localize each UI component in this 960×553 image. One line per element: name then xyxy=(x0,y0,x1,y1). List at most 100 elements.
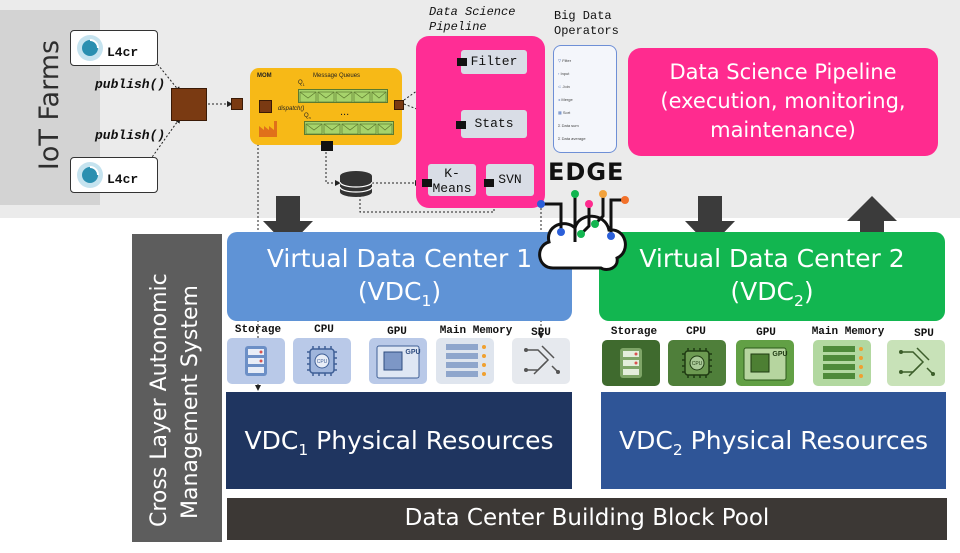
svn-port xyxy=(484,179,494,187)
edge-node xyxy=(571,190,579,198)
operator-item: ⊂ Join xyxy=(558,84,570,89)
stage-filter: Filter xyxy=(461,50,527,74)
stage-svn: SVN xyxy=(486,164,534,196)
vdc1-resource-label-memory: Main Memory xyxy=(439,325,513,337)
mom-output-port xyxy=(394,100,404,110)
pipeline-management-line: (execution, monitoring, xyxy=(660,89,906,113)
message-queue-1 xyxy=(298,89,388,103)
arrow-down-to-vdc2 xyxy=(685,196,735,247)
spu-icon xyxy=(899,347,935,377)
vdc2-physical-resources: VDC2 Physical Resources xyxy=(601,392,946,489)
vdc2-title: Virtual Data Center 2 xyxy=(639,244,905,273)
edge-node xyxy=(557,228,565,236)
edge-node xyxy=(577,230,585,238)
vdc1-title: Virtual Data Center 1 xyxy=(266,244,533,273)
connector-mom-storage xyxy=(325,148,341,186)
spu-icon xyxy=(524,345,560,375)
memory-icon xyxy=(823,346,863,379)
edge-label: EDGE xyxy=(548,158,625,186)
vdc1-spu-tile xyxy=(512,338,570,384)
vdc2-resource-label-gpu: GPU xyxy=(756,327,776,339)
vdc2-resource-label-cpu: CPU xyxy=(686,326,706,338)
vdc1-resource-label-storage: Storage xyxy=(234,324,282,336)
vdc2-box: Virtual Data Center 2 (VDC2) xyxy=(599,232,945,321)
vdc1-gpu-tile: GPU xyxy=(369,338,427,384)
pipeline-management-line: maintenance) xyxy=(710,118,856,142)
vdc1-box: Virtual Data Center 1 (VDC1) xyxy=(227,232,572,321)
queue-messages xyxy=(305,123,393,135)
edge-node xyxy=(621,196,629,204)
edge-node xyxy=(585,200,593,208)
vdc1-resource-label-gpu: GPU xyxy=(387,326,407,338)
cpu-icon: CPU xyxy=(682,348,712,378)
svg-text:GPU: GPU xyxy=(772,351,787,358)
vdc1-resource-label-spu: SPU xyxy=(531,327,551,339)
message-queues-label: Message Queues xyxy=(313,73,361,79)
operator-item: Σ Data sum xyxy=(558,123,579,128)
vdc2-resource-label-spu: SPU xyxy=(914,328,934,340)
message-queue-n xyxy=(304,121,394,135)
edge-node xyxy=(537,200,545,208)
operators-panel: ▽ Filter › Input ⊂ Join ⫷ Merge ▦ Sort Σ… xyxy=(553,45,617,153)
sensor-node-1: L4cr xyxy=(70,30,158,66)
pipeline-management-box: Data Science Pipeline (execution, monito… xyxy=(628,48,938,156)
sensor-icon xyxy=(77,162,103,188)
vdc1-storage-tile xyxy=(227,338,285,384)
broker-port xyxy=(231,98,243,110)
storage-icon xyxy=(245,346,267,376)
gpu-icon: GPU xyxy=(376,345,421,379)
stats-port xyxy=(456,121,466,129)
edge-node xyxy=(607,232,615,240)
svg-text:GPU: GPU xyxy=(405,349,420,356)
broker-node xyxy=(171,88,207,121)
edge-node xyxy=(591,220,599,228)
svg-text:CPU: CPU xyxy=(692,361,703,367)
pipeline-box: Filter Stats K- Means SVN xyxy=(416,36,545,208)
dispatch-label: dispatch() xyxy=(278,106,305,112)
sensor-label: L4cr xyxy=(107,172,139,187)
vdc1-memory-tile xyxy=(436,338,494,384)
vdc2-abbr: (VDC2) xyxy=(730,277,814,310)
cross-layer-band xyxy=(132,234,222,542)
stage-stats: Stats xyxy=(461,110,527,138)
vdc1-resource-label-cpu: CPU xyxy=(314,324,334,336)
operator-item: ⫷ Merge xyxy=(558,97,573,102)
storage-icon xyxy=(620,348,642,378)
operators-heading: Big Data Operators xyxy=(554,9,619,38)
vdc2-spu-tile xyxy=(887,340,945,386)
vdc2-storage-tile xyxy=(602,340,660,386)
sensor-icon xyxy=(77,35,103,61)
publish-label-1: publish() xyxy=(95,77,166,92)
vdc2-memory-tile xyxy=(813,340,871,386)
mom-storage-port xyxy=(321,141,333,151)
arrow-down-to-vdc1 xyxy=(263,196,313,247)
svg-text:CPU: CPU xyxy=(317,359,328,365)
filter-port xyxy=(457,58,467,66)
mom-box: MOM Message Queues Q1 dispatch() ... Qn xyxy=(250,68,404,151)
edge-node xyxy=(599,190,607,198)
vdc1-physical-resources: VDC1 Physical Resources xyxy=(226,392,572,489)
vdc1-abbr: (VDC1) xyxy=(357,277,442,310)
cpu-icon: CPU xyxy=(307,346,337,376)
vdc1-cpu-tile: CPU xyxy=(293,338,351,384)
connector-sensor2-broker xyxy=(149,117,181,161)
memory-icon xyxy=(446,344,486,377)
queue-1-label: Q1 xyxy=(298,80,305,88)
kmeans-port xyxy=(422,179,432,187)
factory-icon xyxy=(259,121,277,137)
gpu-icon: GPU xyxy=(743,347,788,381)
edge-cloud-icon xyxy=(537,190,629,272)
vdc2-gpu-tile: GPU xyxy=(736,340,794,386)
database-icon xyxy=(339,171,373,197)
vdc2-cpu-tile: CPU xyxy=(668,340,726,386)
publish-label-2: publish() xyxy=(95,128,166,143)
building-block-pool: Data Center Building Block Pool xyxy=(227,498,947,540)
queue-n-label: Qn xyxy=(304,113,311,121)
mom-label: MOM xyxy=(257,73,272,79)
operator-item: Σ Data average xyxy=(558,136,586,141)
sensor-label: L4cr xyxy=(107,45,139,60)
mom-dispatcher-port xyxy=(259,100,272,113)
operator-item: ▽ Filter xyxy=(558,58,572,63)
stage-kmeans: K- Means xyxy=(428,164,476,196)
cross-layer-label: Cross Layer Autonomic Management System xyxy=(147,273,203,527)
